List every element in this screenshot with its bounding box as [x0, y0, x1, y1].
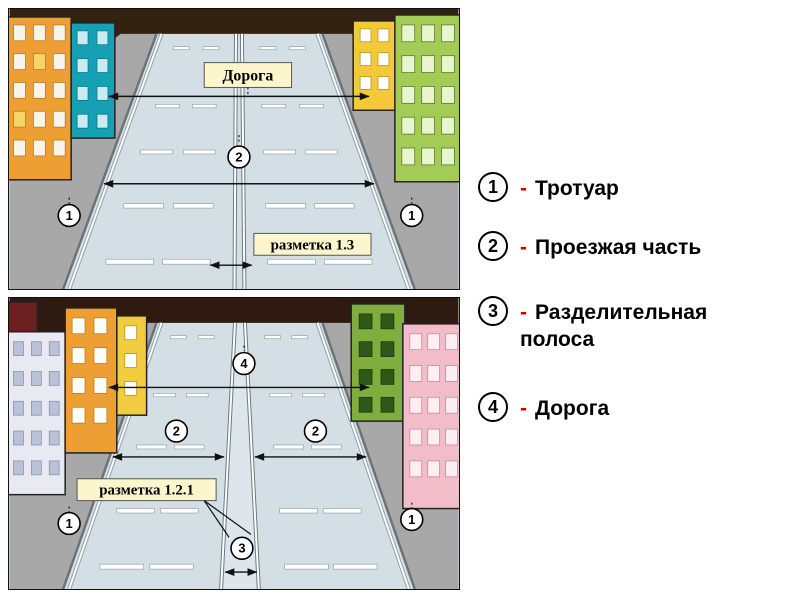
callout-number: 1	[408, 512, 415, 527]
building-windows	[409, 333, 458, 478]
road-diagram-top: Дорога 2 разметка 1.3 1 1	[8, 8, 460, 290]
building-windows	[124, 325, 138, 396]
marking-pointer-line	[203, 500, 230, 538]
legend-label-text: Разделительная полоса	[520, 301, 708, 352]
callout-number: 2	[173, 424, 180, 439]
callout-number: 1	[66, 208, 73, 223]
legend-dash: -	[520, 177, 527, 200]
road-scene-top: Дорога 2 разметка 1.3 1 1	[9, 9, 459, 289]
callout-circle-road	[232, 351, 256, 376]
legend-item-median: 3 -Разделительная полоса	[478, 296, 772, 354]
callout-circle-carriageway-right	[303, 419, 328, 443]
marking-label-box	[253, 232, 372, 256]
callout-circle-carriageway-left	[164, 419, 189, 443]
callouts-top: Дорога 2 разметка 1.3 1 1	[57, 62, 424, 269]
road-diagram-bottom: 4 2 2 разметка 1.2.1 3 1	[8, 297, 460, 590]
building-windows	[71, 317, 108, 424]
legend-label: -Тротуар	[520, 172, 772, 202]
legend-label-text: Дорога	[535, 397, 610, 420]
legend-item-carriageway: 2 -Проезжая часть	[478, 231, 772, 261]
legend-dash: -	[520, 301, 527, 324]
legend-dash: -	[520, 397, 527, 420]
legend-label-text: Проезжая часть	[535, 236, 702, 259]
buildings-left	[9, 301, 148, 496]
marking-label: разметка 1.3	[271, 237, 355, 253]
lane-dashes	[105, 46, 373, 265]
road-edges	[62, 33, 416, 289]
callout-number: 2	[312, 424, 319, 439]
legend-item-sidewalk: 1 -Тротуар	[478, 172, 772, 202]
callout-number: 1	[408, 208, 415, 223]
callout-number: 2	[235, 149, 242, 164]
callout-number: 1	[66, 516, 73, 531]
legend-label: -Проезжая часть	[520, 231, 772, 261]
buildings-left	[9, 16, 116, 181]
callout-circle-sidewalk-right	[400, 507, 424, 532]
buildings-right	[350, 303, 459, 510]
building-windows	[76, 30, 109, 129]
callout-circle-sidewalk-left	[57, 203, 81, 228]
callout-circle-median	[230, 536, 254, 560]
callout-number: 4	[240, 356, 248, 371]
legend-label-text: Тротуар	[535, 177, 619, 200]
legend-label: -Разделительная полоса	[520, 296, 772, 354]
legend-item-road: 4 -Дорога	[478, 392, 772, 422]
callout-circle-carriageway	[227, 145, 251, 169]
road-label-box	[203, 62, 293, 88]
callout-circle-sidewalk-right	[400, 203, 424, 228]
building-windows	[13, 341, 60, 476]
marking-label-box	[76, 478, 217, 502]
callout-number: 3	[238, 541, 245, 556]
building-windows	[13, 24, 66, 157]
callouts-bottom: 4 2 2 разметка 1.2.1 3 1	[57, 345, 424, 576]
building-windows	[358, 313, 395, 413]
legend-number-circle: 2	[478, 231, 508, 261]
legend-label: -Дорога	[520, 392, 772, 422]
building	[402, 323, 459, 510]
legend-number-circle: 1	[478, 172, 508, 202]
road-label: Дорога	[223, 67, 274, 84]
marking-pointer-line	[203, 500, 252, 535]
lane-dashes	[99, 335, 378, 570]
marking-label: разметка 1.2.1	[99, 483, 194, 499]
legend-number-circle: 4	[478, 392, 508, 422]
building-windows	[359, 28, 390, 90]
callout-circle-sidewalk-left	[57, 511, 81, 536]
building-windows	[401, 24, 455, 166]
road-scene-bottom: 4 2 2 разметка 1.2.1 3 1	[9, 298, 459, 589]
legend-dash: -	[520, 236, 527, 259]
legend-number-circle: 3	[478, 296, 508, 326]
buildings-right	[352, 14, 459, 183]
